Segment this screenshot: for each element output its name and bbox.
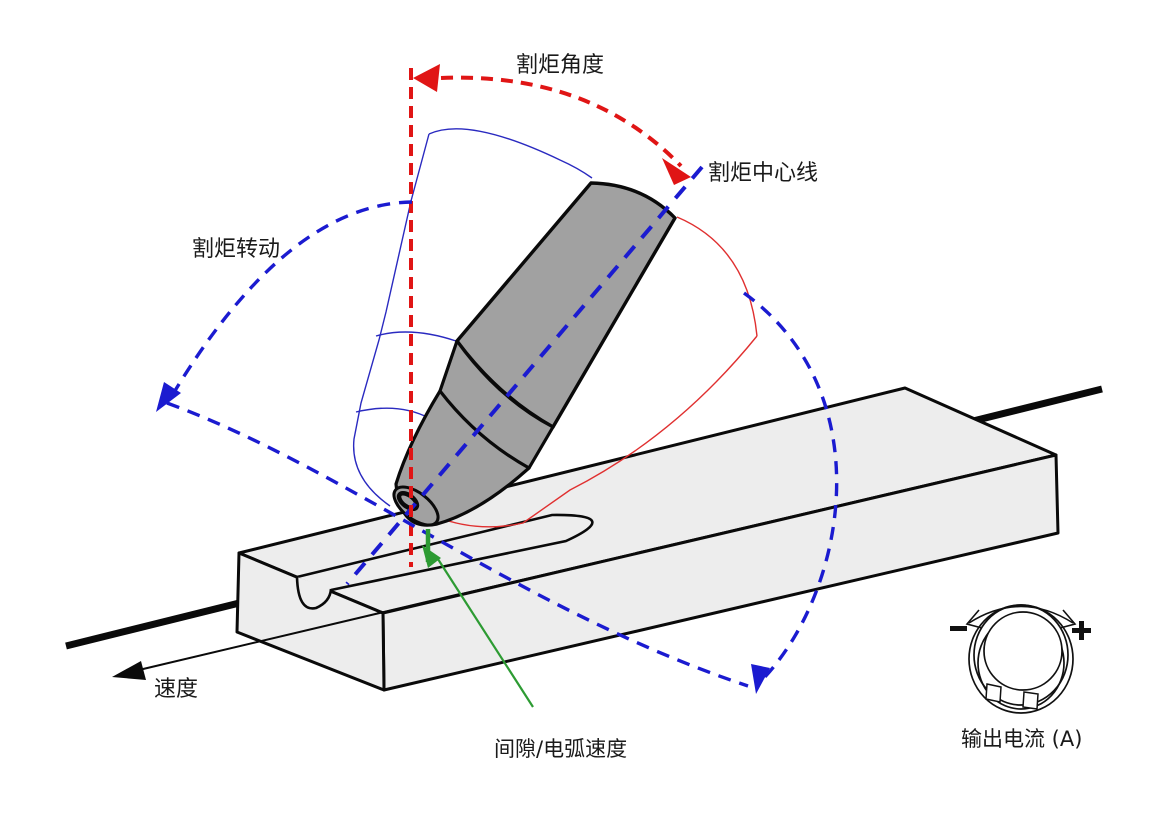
speed-line <box>121 593 461 675</box>
speed-arrow <box>112 593 461 680</box>
torch-angle-label: 割炬角度 <box>516 53 604 78</box>
knob-top-face <box>983 611 1063 691</box>
rotation-arc-upper-left <box>168 200 413 400</box>
ghost-rotated-top-edge <box>676 216 758 337</box>
speed-arrowhead <box>112 661 146 680</box>
minus-sign <box>950 626 967 631</box>
knob-mid-rim <box>973 604 1069 706</box>
output-current-label: 输出电流 (A) <box>961 727 1082 751</box>
groove-notch <box>295 576 333 610</box>
groove-outline <box>296 513 594 592</box>
speed-label: 速度 <box>154 677 198 702</box>
torch-rotation-label: 割炬转动 <box>192 237 280 262</box>
torch-centerline-line <box>345 165 704 586</box>
groove-notch-fill <box>297 577 331 609</box>
knob-notch-left <box>985 683 1002 703</box>
torch-angle-curve <box>440 75 683 168</box>
ghost-vertical-seam-1 <box>375 331 457 342</box>
current-knob <box>965 604 1077 714</box>
standoff-leader-line <box>435 555 534 708</box>
knob-rotation-arrowhead-left <box>965 609 983 629</box>
ghost-torch-vertical-outline <box>352 128 593 507</box>
torch-centerline-label: 割炬中心线 <box>708 161 818 186</box>
rotation-arc-right <box>743 291 839 687</box>
torch-collar <box>438 339 555 470</box>
workpiece-left-face <box>235 551 386 692</box>
knob-notch-right <box>1022 691 1039 710</box>
plus-sign <box>1072 621 1091 640</box>
ghost-vertical-top-cap <box>428 128 593 179</box>
ghost-vertical-seam-2 <box>355 407 430 419</box>
rotation-arrowhead-left <box>156 382 181 412</box>
torch <box>392 181 677 527</box>
torch-nozzle <box>394 389 531 527</box>
torch-angle-arrowhead-left <box>413 64 440 92</box>
standoff-arrowhead <box>422 545 441 568</box>
ghost-rotated-right-edge <box>522 335 758 524</box>
standoff-indicator <box>422 529 534 708</box>
plus-bar-v <box>1079 621 1084 640</box>
minus-bar <box>950 626 967 631</box>
standoff-arc-speed-label: 间隙/电弧速度 <box>494 737 627 761</box>
groove-fill <box>297 514 593 590</box>
knob-rotation-arrowhead-right <box>1059 609 1077 629</box>
torch-angle-arrowhead-right <box>662 158 691 185</box>
rotation-arrowhead-bottom <box>751 664 770 694</box>
torch-angle-arc <box>413 64 691 185</box>
gouge-groove <box>295 513 594 610</box>
knob-rotation-arrow <box>968 605 1074 624</box>
torch-rotation-arcs <box>166 200 839 688</box>
